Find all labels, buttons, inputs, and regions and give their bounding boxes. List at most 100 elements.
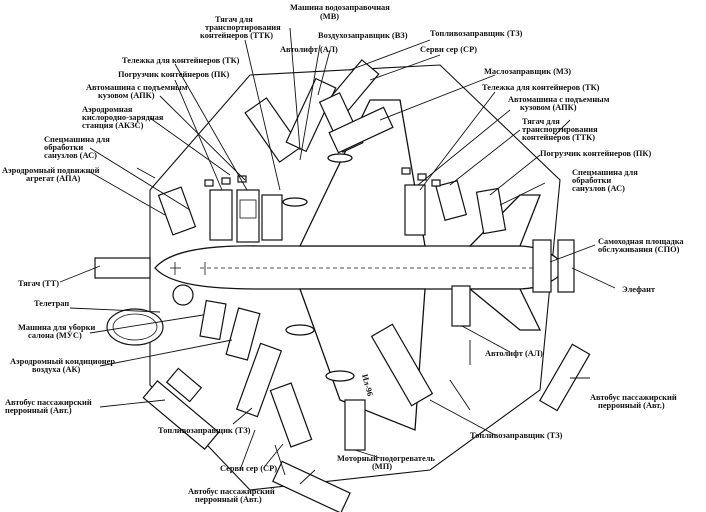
- label-mp: Моторный подогреватель (МП): [337, 454, 435, 471]
- svg-text:контейнеров (ТТК): контейнеров (ТТК): [200, 31, 273, 40]
- svg-text:транспортирования: транспортирования: [522, 125, 598, 134]
- svg-text:Погрузчик контейнеров (ПК): Погрузчик контейнеров (ПК): [540, 149, 651, 158]
- svg-text:Погрузчик контейнеров (ПК): Погрузчик контейнеров (ПК): [118, 70, 229, 79]
- svg-text:(МП): (МП): [372, 462, 392, 471]
- vehicle-tz-left: [235, 342, 283, 418]
- svg-text:салона (МУС): салона (МУС): [28, 331, 82, 340]
- leader-lines: [59, 27, 616, 485]
- svg-text:Спецмашина для: Спецмашина для: [44, 135, 110, 144]
- service-zone-boundary: [149, 64, 561, 491]
- label-ttk-top: Тягач для транспортирования контейнеров …: [200, 15, 281, 40]
- aircraft: [154, 99, 566, 431]
- label-apk-left: Автомашина с подъемным кузовом (АПК): [86, 83, 188, 100]
- label-pk-right: Погрузчик контейнеров (ПК): [540, 149, 651, 158]
- label-tk-right: Тележка для контейнеров (ТК): [482, 83, 600, 92]
- departure-arrows: [136, 119, 571, 476]
- label-mus: Машина для уборки салона (МУС): [18, 323, 95, 340]
- vehicle-al-right: [451, 285, 471, 327]
- vehicle-avt-bottom: [272, 460, 351, 512]
- svg-text:Самоходная площадка: Самоходная площадка: [598, 237, 684, 246]
- svg-text:Серви сер (СР): Серви сер (СР): [220, 464, 277, 473]
- svg-text:Аэродромный кондиционер: Аэродромный кондиционер: [10, 357, 115, 366]
- svg-text:контейнеров (ТТК): контейнеров (ТТК): [522, 133, 595, 142]
- label-tt: Тягач (ТТ): [18, 279, 59, 288]
- label-tk-left: Тележка для контейнеров (ТК): [122, 56, 240, 65]
- svg-text:кузовом (АПК): кузовом (АПК): [520, 103, 577, 112]
- vehicle-mz: [328, 106, 394, 154]
- teletrap-gallery-inner: [112, 313, 158, 341]
- label-pk-left: Погрузчик контейнеров (ПК): [118, 70, 229, 79]
- vehicle-pk-left: [261, 194, 283, 241]
- label-tz-right: Топливозаправщик (ТЗ): [470, 431, 563, 440]
- vehicle-tz-right: [370, 323, 434, 407]
- svg-text:Автобус пассажирский: Автобус пассажирский: [188, 487, 275, 496]
- svg-text:Тягач для: Тягач для: [215, 15, 253, 24]
- svg-text:Серви сер (СР): Серви сер (СР): [420, 45, 477, 54]
- svg-text:Топливозаправщик (ТЗ): Топливозаправщик (ТЗ): [430, 29, 523, 38]
- container-train-left: [204, 175, 247, 187]
- label-spo: Самоходная площадка обслуживания (СПО): [598, 237, 684, 254]
- label-elefant: Элефант: [622, 285, 656, 294]
- svg-text:Тележка для контейнеров (ТК): Тележка для контейнеров (ТК): [482, 83, 600, 92]
- svg-text:воздуха (АК): воздуха (АК): [32, 365, 81, 374]
- svg-text:Машина для уборки: Машина для уборки: [18, 323, 95, 332]
- vehicle-avt-left: [142, 380, 220, 450]
- svg-text:Элефант: Элефант: [622, 285, 656, 294]
- vehicle-ttk-right: [435, 179, 468, 221]
- svg-text:Топливозаправщик (ТЗ): Топливозаправщик (ТЗ): [158, 426, 251, 435]
- label-tz-left: Топливозаправщик (ТЗ): [158, 426, 251, 435]
- svg-text:санузлов (АС): санузлов (АС): [572, 184, 625, 193]
- svg-text:Автолифт (АЛ): Автолифт (АЛ): [280, 45, 338, 54]
- vehicle-as-left: [157, 186, 197, 236]
- svg-text:санузлов (АС): санузлов (АС): [44, 151, 97, 160]
- svg-text:Автомашина с подъемным: Автомашина с подъемным: [86, 83, 188, 92]
- svg-text:Воздухозаправщик (ВЗ): Воздухозаправщик (ВЗ): [318, 31, 408, 40]
- vehicle-spo: [532, 239, 552, 293]
- vehicle-mp: [344, 399, 366, 451]
- svg-text:Автобус пассажирский: Автобус пассажирский: [5, 398, 92, 407]
- label-ak: Аэродромный кондиционер воздуха (АК): [10, 357, 115, 374]
- vehicle-tt: [94, 257, 151, 279]
- teletrap-rotunda: [172, 284, 194, 306]
- vehicle-ak: [225, 307, 261, 361]
- label-mv: Машина водозаправочная (МВ): [290, 3, 390, 21]
- vehicle-apk-left: [236, 189, 260, 243]
- vehicle-mus: [199, 299, 227, 341]
- svg-text:обслуживания (СПО): обслуживания (СПО): [598, 245, 680, 254]
- label-tz-top: Топливозаправщик (ТЗ): [430, 29, 523, 38]
- svg-text:перронный (Авт.): перронный (Авт.): [5, 406, 72, 415]
- svg-text:Тягач для: Тягач для: [522, 117, 560, 126]
- svg-text:транспортирования: транспортирования: [205, 23, 281, 32]
- svg-text:станция (АКЗС): станция (АКЗС): [82, 121, 144, 130]
- vehicle-tk-left: [209, 189, 233, 241]
- vehicle-tk-right: [404, 184, 426, 236]
- label-teletrap: Телетрап: [34, 299, 69, 308]
- svg-text:Аэродромная: Аэродромная: [82, 105, 133, 114]
- label-al-right: Автолифт (АЛ): [485, 349, 543, 358]
- label-avt-bottom: Автобус пассажирский перронный (Авт.): [188, 487, 275, 504]
- label-as-left: Спецмашина для обработки санузлов (АС): [44, 135, 110, 160]
- vehicle-elefant: [557, 239, 575, 293]
- svg-text:Автобус пассажирский: Автобус пассажирский: [590, 393, 677, 402]
- label-as-right: Спецмашина для обработки санузлов (АС): [572, 168, 638, 193]
- svg-text:Машина водозаправочная: Машина водозаправочная: [290, 3, 390, 12]
- vehicles: [94, 59, 591, 512]
- svg-text:Тягач (ТТ): Тягач (ТТ): [18, 279, 59, 288]
- label-ttk-right: Тягач для транспортирования контейнеров …: [522, 117, 598, 142]
- svg-text:обработки: обработки: [44, 143, 83, 152]
- label-vz: Воздухозаправщик (ВЗ): [318, 31, 408, 40]
- svg-text:кузовом (АПК): кузовом (АПК): [98, 91, 155, 100]
- svg-text:Спецмашина для: Спецмашина для: [572, 168, 638, 177]
- svg-text:(МВ): (МВ): [320, 12, 339, 21]
- vehicle-avt-right: [539, 343, 591, 412]
- svg-text:Автомашина с подъемным: Автомашина с подъемным: [508, 95, 610, 104]
- svg-text:агрегат (АПА): агрегат (АПА): [26, 174, 81, 183]
- svg-text:Тележка для контейнеров (ТК): Тележка для контейнеров (ТК): [122, 56, 240, 65]
- vehicle-sr-bottom: [269, 382, 313, 448]
- svg-text:Телетрап: Телетрап: [34, 299, 69, 308]
- label-akzs: Аэродромная кислородно-зарядная станция …: [82, 105, 164, 130]
- label-apk-right: Автомашина с подъемным кузовом (АПК): [508, 95, 610, 112]
- svg-text:Моторный подогреватель: Моторный подогреватель: [337, 454, 435, 463]
- label-avt-left: Автобус пассажирский перронный (Авт.): [5, 398, 92, 415]
